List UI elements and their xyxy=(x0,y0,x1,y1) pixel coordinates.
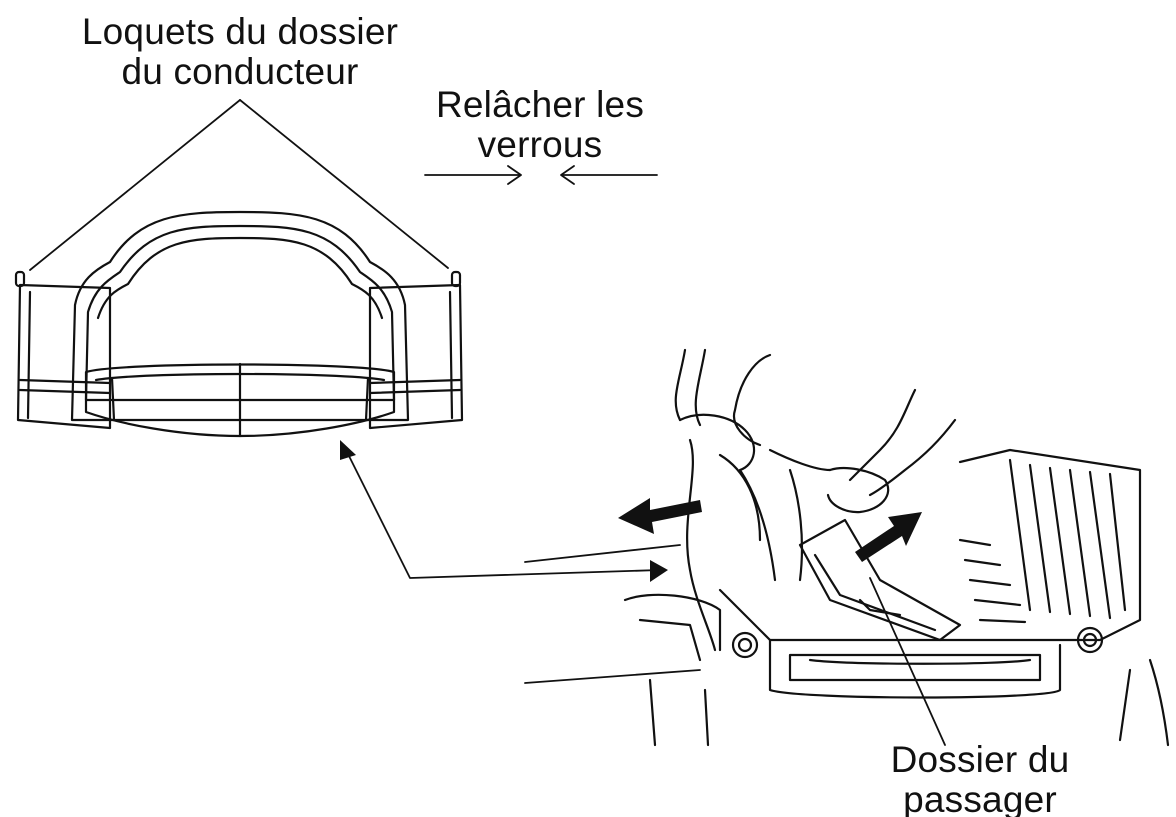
left-pull-arrow-icon xyxy=(618,498,702,534)
push-arrow-icon xyxy=(855,512,922,562)
label-passenger-line2: passager xyxy=(903,779,1057,817)
label-driver-backrest-latches: Loquets du dossier du conducteur xyxy=(60,12,420,92)
label-driver-line2: du conducteur xyxy=(121,51,359,92)
driver-seat-backrest xyxy=(14,210,464,438)
right-latch-icon xyxy=(450,270,462,288)
driver-latch-leaders xyxy=(29,99,449,271)
connection-arrow xyxy=(340,440,668,582)
label-release-locks: Relâcher les verrous xyxy=(400,85,680,165)
left-latch-icon xyxy=(14,270,26,288)
label-passenger-line1: Dossier du xyxy=(890,739,1070,780)
label-passenger-backrest: Dossier du passager xyxy=(860,740,1100,817)
vehicle-bed-scene xyxy=(524,348,1170,747)
release-arrows xyxy=(424,165,658,185)
label-release-line1: Relâcher les xyxy=(435,84,645,125)
motion-arrows xyxy=(618,498,922,562)
label-driver-line1: Loquets du dossier xyxy=(81,11,399,52)
label-release-line2: verrous xyxy=(477,124,603,165)
